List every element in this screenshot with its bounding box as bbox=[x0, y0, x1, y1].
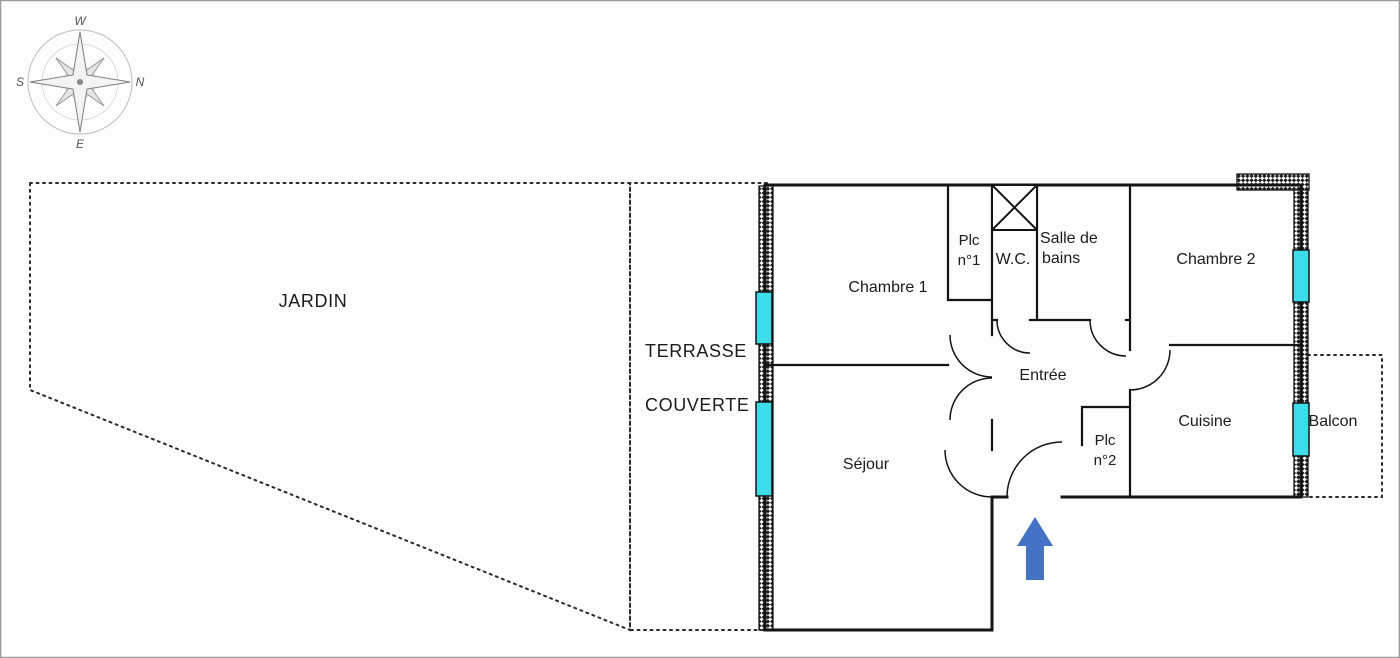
compass-letter-left: S bbox=[16, 75, 24, 89]
room-label-wc: W.C. bbox=[996, 251, 1031, 268]
compass-center-dot bbox=[77, 79, 83, 85]
compass-letter-top: W bbox=[74, 14, 87, 28]
room-label-entree: Entrée bbox=[1019, 367, 1066, 384]
door-arc-sejour bbox=[944, 449, 993, 498]
room-label-plc2-line2: n°2 bbox=[1094, 452, 1117, 469]
balcon-boundary bbox=[1307, 354, 1383, 498]
room-label-chambre1: Chambre 1 bbox=[848, 279, 927, 296]
room-label-chambre2: Chambre 2 bbox=[1176, 251, 1255, 268]
door-arc-chambre1 bbox=[949, 334, 993, 378]
door-arc-entree bbox=[949, 377, 993, 421]
window-cuisine-balcon bbox=[1292, 402, 1310, 457]
room-label-sejour: Séjour bbox=[843, 456, 890, 473]
room-label-plc1-line2: n°1 bbox=[958, 252, 981, 269]
room-label-salle-de-bains-line2: bains bbox=[1042, 250, 1080, 267]
terrasse-boundary bbox=[629, 182, 768, 631]
window-sejour bbox=[755, 401, 773, 497]
room-label-salle-de-bains-line1: Salle de bbox=[1040, 230, 1098, 247]
terrasse-label-line2: COUVERTE bbox=[645, 395, 750, 415]
compass-letter-right: N bbox=[136, 75, 145, 89]
window-chambre1 bbox=[755, 291, 773, 345]
door-arc-wc bbox=[996, 319, 1031, 354]
room-label-plc2-line1: Plc bbox=[1095, 432, 1116, 449]
area-label-balcon: Balcon bbox=[1309, 413, 1358, 430]
door-arc-cuisine bbox=[1129, 349, 1171, 391]
terrasse-label-line1: TERRASSE bbox=[645, 341, 747, 361]
entrance-arrow-icon bbox=[1017, 517, 1053, 580]
room-label-plc1-line1: Plc bbox=[959, 232, 980, 249]
room-label-cuisine: Cuisine bbox=[1178, 413, 1231, 430]
compass-rose-icon: W N E S bbox=[16, 14, 145, 151]
door-arc-front-door bbox=[1006, 441, 1063, 498]
duct-shaft-cross-icon bbox=[991, 184, 1038, 231]
north-east-shutter-texture bbox=[1236, 173, 1310, 191]
jardin-label: JARDIN bbox=[279, 291, 348, 311]
door-arc-salle-de-bains bbox=[1089, 319, 1127, 357]
interior-walls bbox=[763, 183, 1303, 499]
window-chambre2 bbox=[1292, 249, 1310, 303]
compass-letter-bottom: E bbox=[76, 137, 85, 151]
jardin-boundary bbox=[29, 182, 631, 632]
